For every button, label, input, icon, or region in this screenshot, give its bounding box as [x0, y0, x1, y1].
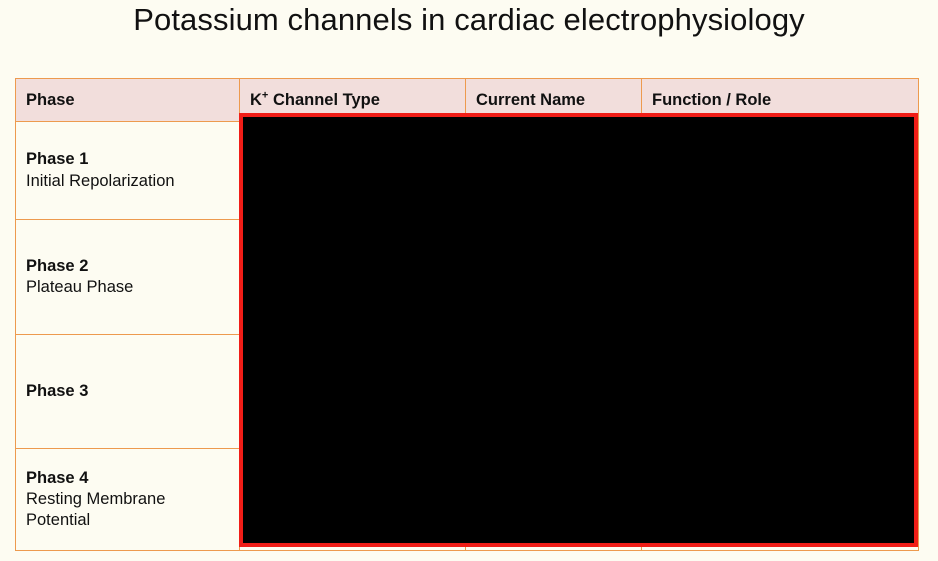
- phase-name: Phase 4: [26, 468, 89, 487]
- column-header-k-superscript: +: [261, 89, 269, 101]
- column-header-k-suffix: Channel Type: [268, 90, 380, 109]
- cell-phase: Phase 2 Plateau Phase: [15, 219, 240, 335]
- cell-phase: Phase 4 Resting Membrane Potential: [15, 448, 240, 551]
- column-header-phase: Phase: [15, 78, 240, 122]
- phase-subtitle: Plateau Phase: [26, 278, 134, 296]
- page-title: Potassium channels in cardiac electrophy…: [133, 2, 805, 37]
- phase-name: Phase 3: [26, 381, 89, 400]
- cell-phase: Phase 1 Initial Repolarization: [15, 121, 240, 220]
- redaction-overlay: [239, 113, 918, 547]
- phase-name: Phase 2: [26, 256, 89, 275]
- phase-subtitle: Initial Repolarization: [26, 171, 175, 190]
- phase-subtitle: Resting Membrane Potential: [26, 489, 166, 530]
- cell-phase: Phase 3: [15, 334, 240, 449]
- phase-name: Phase 1: [26, 150, 89, 169]
- column-header-k-prefix: K: [250, 90, 262, 109]
